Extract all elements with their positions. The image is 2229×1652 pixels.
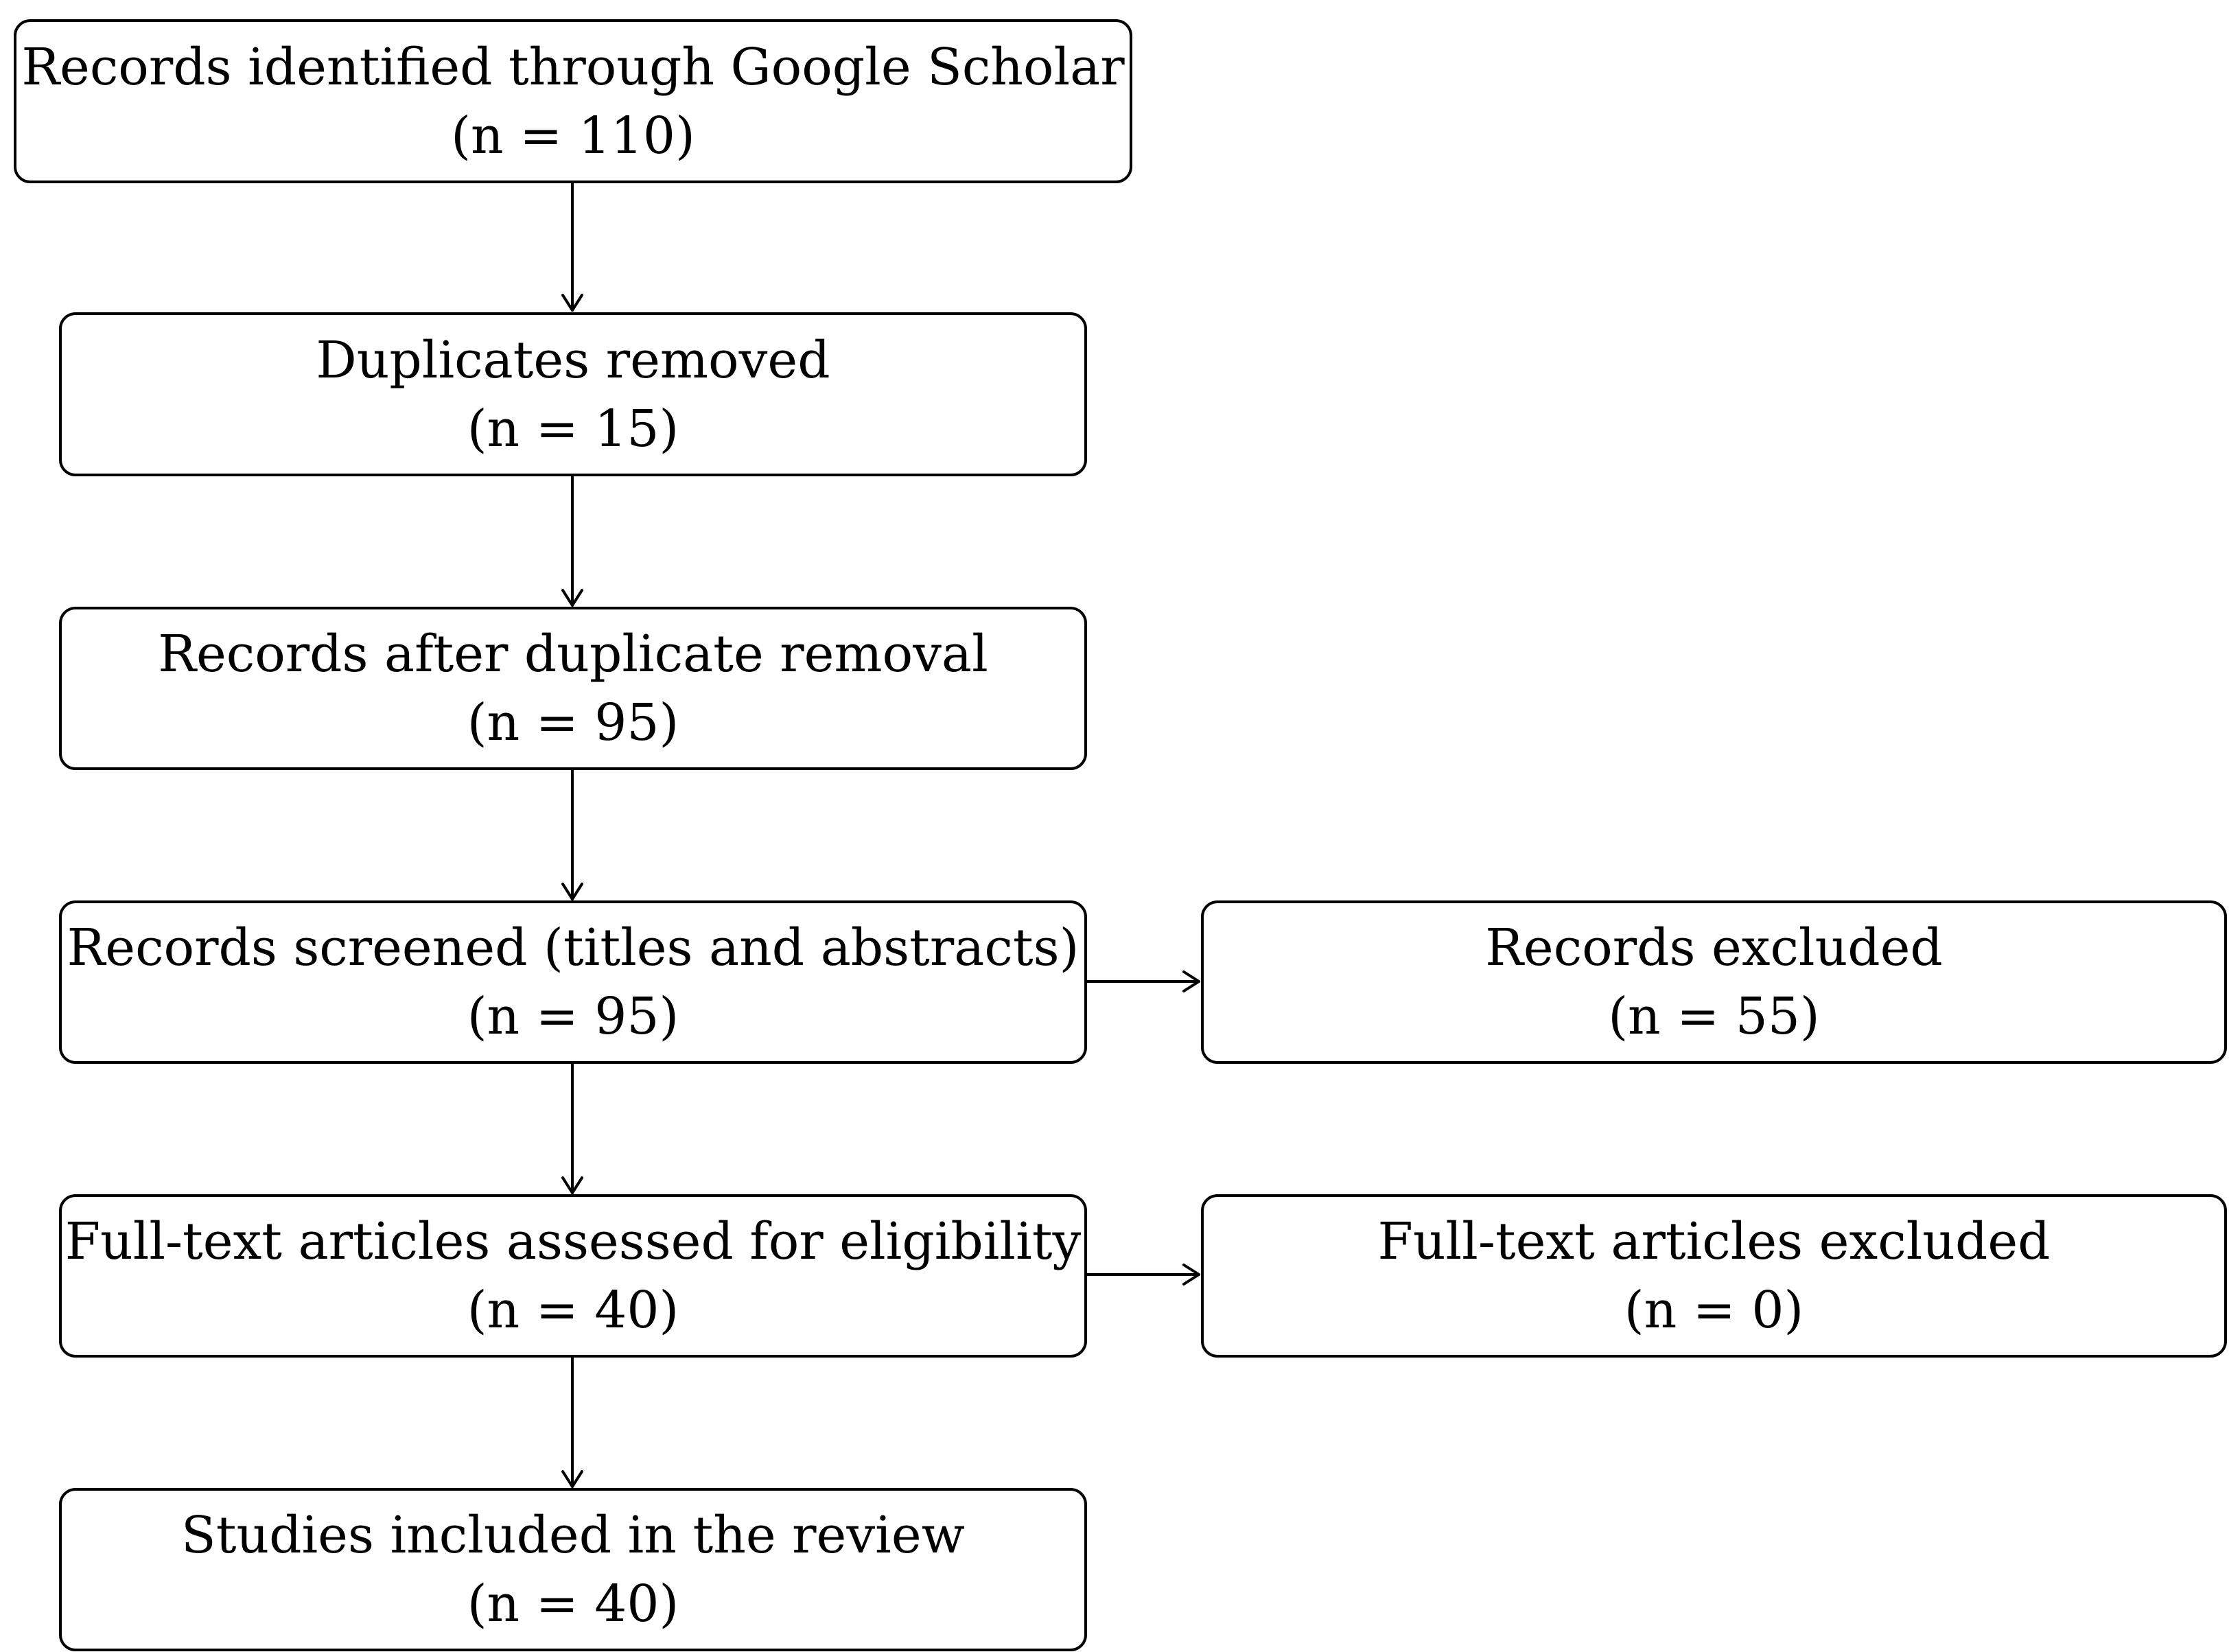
box-count: (n = 110) — [451, 106, 695, 165]
box-studies-included: Studies included in the review (n = 40) — [59, 1488, 1087, 1651]
box-records-screened: Records screened (titles and abstracts) … — [59, 900, 1087, 1064]
box-label: Records identified through Google Schola… — [21, 37, 1125, 97]
box-count: (n = 40) — [467, 1574, 679, 1633]
box-count: (n = 95) — [467, 987, 679, 1046]
box-duplicates-removed: Duplicates removed (n = 15) — [59, 312, 1087, 476]
box-count: (n = 15) — [467, 399, 679, 458]
box-fulltext-assessed: Full-text articles assessed for eligibil… — [59, 1194, 1087, 1358]
box-label: Studies included in the review — [181, 1506, 965, 1565]
box-count: (n = 55) — [1608, 987, 1820, 1046]
box-count: (n = 40) — [467, 1281, 679, 1340]
box-records-after-duplicate-removal: Records after duplicate removal (n = 95) — [59, 607, 1087, 770]
box-label: Records after duplicate removal — [158, 625, 988, 684]
box-fulltext-excluded: Full-text articles excluded (n = 0) — [1201, 1194, 2227, 1358]
box-count: (n = 0) — [1624, 1281, 1804, 1340]
box-label: Full-text articles excluded — [1377, 1212, 2051, 1271]
arrowhead — [561, 1470, 583, 1488]
arrowhead — [1182, 1264, 1200, 1285]
box-label: Full-text articles assessed for eligibil… — [65, 1212, 1082, 1271]
arrowhead — [561, 589, 583, 607]
arrowhead — [561, 294, 583, 312]
box-label: Records excluded — [1485, 918, 1943, 977]
box-label: Duplicates removed — [316, 330, 830, 390]
box-label: Records screened (titles and abstracts) — [67, 918, 1080, 977]
box-records-excluded: Records excluded (n = 55) — [1201, 900, 2227, 1064]
box-count: (n = 95) — [467, 693, 679, 752]
arrowhead — [561, 883, 583, 900]
arrowhead — [561, 1176, 583, 1194]
box-records-identified: Records identified through Google Schola… — [14, 19, 1132, 183]
arrowhead — [1182, 970, 1200, 992]
